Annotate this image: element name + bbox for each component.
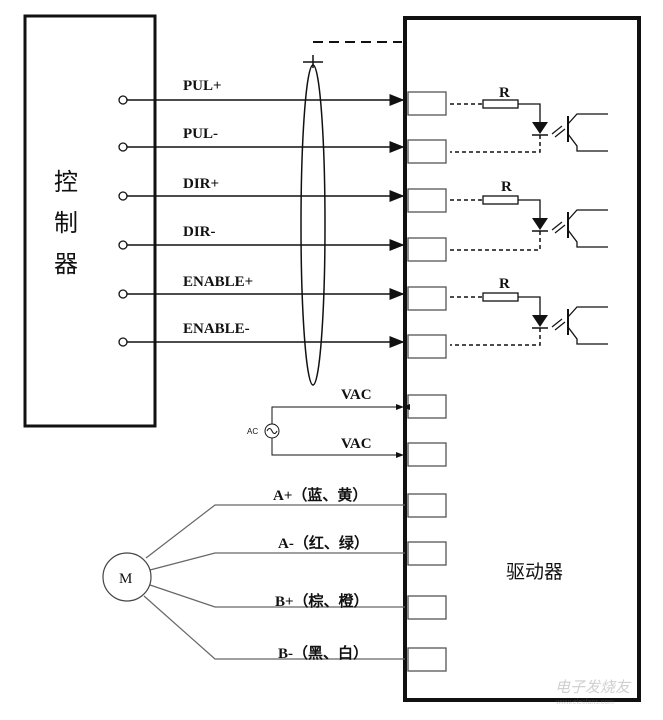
ac-source-label: AC <box>247 427 258 436</box>
led-diode-icon <box>532 218 548 230</box>
transistor-emitter <box>567 326 608 345</box>
terminal-block <box>407 139 447 164</box>
signal-label-pul-minus: PUL- <box>183 126 218 142</box>
resistor-label-2: R <box>501 179 512 195</box>
controller-label-2: 制 <box>54 209 78 237</box>
light-arrow <box>554 321 566 331</box>
terminal-blocks <box>407 91 447 672</box>
signal-terminal-circle <box>118 95 128 105</box>
dashed-wire <box>450 328 541 346</box>
motor-phase-label-1: A+（蓝、黄） <box>273 486 367 504</box>
light-arrow <box>551 221 563 231</box>
vac-label-1: VAC <box>341 387 372 403</box>
resistor-label-1: R <box>499 85 510 101</box>
signal-lines <box>118 94 405 348</box>
optocoupler-circuit <box>450 99 608 153</box>
motor-phase-label-4: B-（黑、白） <box>278 644 368 662</box>
watermark-logo: 电子发烧友 www.elecfans.com <box>555 678 632 706</box>
transistor-collector <box>567 209 608 221</box>
vac-label-2: VAC <box>341 436 372 452</box>
light-arrow <box>551 125 563 135</box>
cable-shield-ellipse <box>300 64 326 386</box>
wire <box>518 199 541 218</box>
terminal-block <box>407 286 447 311</box>
dashed-wire <box>450 231 541 251</box>
controller-label-3: 器 <box>54 250 78 278</box>
resistor-label-3: R <box>499 276 510 292</box>
light-arrow <box>554 224 566 234</box>
motor-phase-label-2: A-（红、绿） <box>278 534 369 552</box>
motor-phase-wire <box>149 552 405 571</box>
terminal-block <box>407 394 447 419</box>
optocoupler-circuit <box>450 195 608 251</box>
terminal-block <box>407 493 447 518</box>
signal-label-dir-minus: DIR- <box>183 224 216 240</box>
motor-phase-wire <box>149 584 405 608</box>
terminal-block <box>407 442 447 467</box>
resistor <box>482 195 519 205</box>
light-arrow <box>551 318 563 328</box>
driver-box <box>403 16 641 702</box>
optocouplers <box>450 99 608 346</box>
terminal-block <box>407 595 447 620</box>
transistor-collector <box>567 306 608 318</box>
signal-label-pul-plus: PUL+ <box>183 78 222 94</box>
dashed-wire <box>450 135 541 153</box>
resistor <box>482 292 519 302</box>
signal-terminal-circle <box>118 337 128 347</box>
led-diode-icon <box>532 122 548 134</box>
light-arrow <box>554 128 566 138</box>
watermark-text: 电子发烧友 <box>555 678 632 696</box>
motor-label: M <box>119 571 132 587</box>
motor-wiring <box>143 504 405 660</box>
transistor-collector <box>567 113 608 125</box>
optocoupler-circuit <box>450 292 608 346</box>
driver-label: 驱动器 <box>506 561 563 583</box>
ac-source: AC <box>247 404 410 458</box>
terminal-block <box>407 237 447 262</box>
led-diode-icon <box>532 315 548 327</box>
terminal-block <box>407 647 447 672</box>
resistor <box>482 99 519 109</box>
signal-label-dir-plus: DIR+ <box>183 176 219 192</box>
wire <box>518 296 541 315</box>
signal-terminal-circle <box>118 142 128 152</box>
signal-terminal-circle <box>118 191 128 201</box>
controller-box <box>23 14 157 428</box>
signal-terminal-circle <box>118 289 128 299</box>
motor-symbol <box>102 552 152 602</box>
transistor-emitter <box>567 229 608 248</box>
motor-phase-wire <box>145 504 405 559</box>
watermark-url: www.elecfans.com <box>555 699 614 706</box>
terminal-block <box>407 541 447 566</box>
signal-label-enable-plus: ENABLE+ <box>183 274 253 290</box>
transistor-emitter <box>567 133 608 152</box>
terminal-block <box>407 91 447 116</box>
terminal-block <box>407 334 447 359</box>
signal-terminal-circle <box>118 240 128 250</box>
wire <box>518 103 541 122</box>
terminal-block <box>407 188 447 213</box>
motor-phase-label-3: B+（棕、橙） <box>275 592 369 610</box>
motor-phase-wire <box>143 595 405 660</box>
controller-label-1: 控 <box>54 168 78 196</box>
signal-label-enable-minus: ENABLE- <box>183 321 250 337</box>
